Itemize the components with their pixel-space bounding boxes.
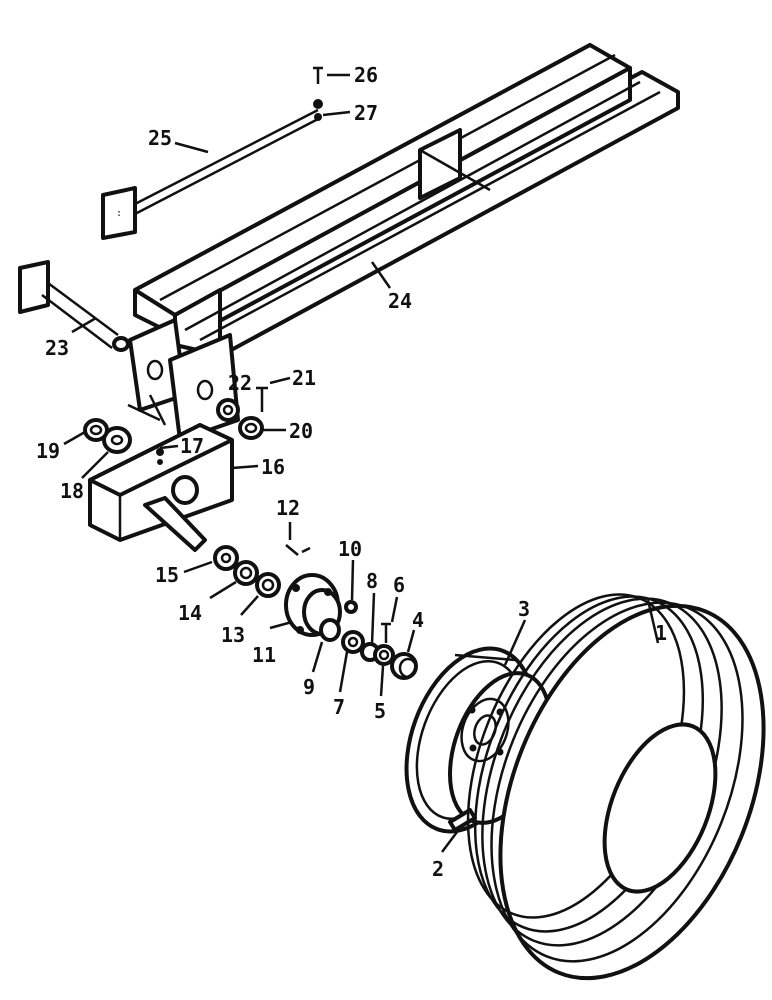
- callout-13: 13: [221, 623, 245, 647]
- cap-4: [390, 652, 418, 680]
- nut-20: [238, 416, 264, 440]
- callout-8: 8: [366, 569, 378, 593]
- bearing-14: [233, 560, 259, 586]
- pin-25: :: [101, 99, 323, 240]
- callout-10: 10: [338, 537, 362, 561]
- washer-22: [216, 398, 240, 422]
- pin-23: [18, 260, 130, 352]
- nut-5: [373, 644, 395, 666]
- leader-lines: [63, 73, 660, 853]
- callout-21: 21: [292, 366, 316, 390]
- washer-27: [314, 113, 322, 121]
- seal-15: [213, 545, 239, 571]
- bolt-21: [256, 386, 268, 412]
- callout-27: 27: [354, 101, 378, 125]
- callout-19: 19: [36, 439, 60, 463]
- callout-22: 22: [228, 371, 252, 395]
- callout-9: 9: [303, 675, 315, 699]
- callout-4: 4: [412, 608, 424, 632]
- washer-18: [102, 426, 132, 454]
- callout-3: 3: [518, 597, 530, 621]
- ball-10: [344, 600, 358, 614]
- callout-12: 12: [276, 496, 300, 520]
- callout-labels: 26 27 25 24 23 22 21 20 19 17 16 18 12 1…: [36, 63, 667, 881]
- callout-20: 20: [289, 419, 313, 443]
- callout-25: 25: [148, 126, 172, 150]
- callout-7: 7: [333, 695, 345, 719]
- cup-9: [319, 618, 341, 642]
- bolt-17: [156, 448, 164, 465]
- tire-1: [466, 593, 766, 981]
- callout-15: 15: [155, 563, 179, 587]
- callout-1: 1: [655, 621, 667, 645]
- callout-17: 17: [180, 434, 204, 458]
- bearing-7: [341, 630, 365, 654]
- callout-2: 2: [432, 857, 444, 881]
- nut-19: [83, 418, 109, 442]
- callout-11: 11: [252, 643, 276, 667]
- callout-5: 5: [374, 699, 386, 723]
- callout-14: 14: [178, 601, 202, 625]
- callout-18: 18: [60, 479, 84, 503]
- clevis-plates: [128, 318, 240, 442]
- callout-24: 24: [388, 289, 412, 313]
- callout-6: 6: [393, 573, 405, 597]
- svg-text::: :: [116, 208, 122, 219]
- bolt-26: [313, 66, 323, 84]
- stud-12: [285, 544, 311, 556]
- frame-beam: [133, 43, 680, 357]
- callout-26: 26: [354, 63, 378, 87]
- callout-23: 23: [45, 336, 69, 360]
- callout-16: 16: [261, 455, 285, 479]
- pin-6: [381, 622, 391, 643]
- cup-13: [255, 572, 281, 598]
